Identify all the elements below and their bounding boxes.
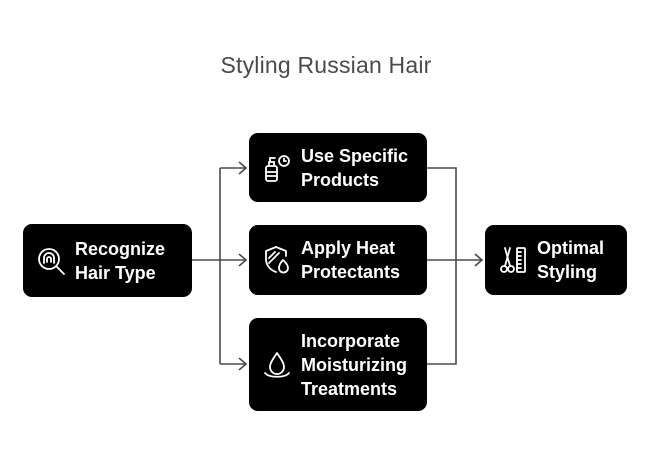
arrow-to-moisture	[238, 357, 248, 371]
node-incorporate-moisturizing-treatments: Incorporate Moisturizing Treatments	[249, 318, 427, 411]
node-label: Optimal Styling	[537, 238, 605, 282]
water-drop-icon	[260, 348, 294, 382]
node-label: Use Specific Products	[301, 145, 409, 190]
node-label: Incorporate Moisturizing Treatments	[301, 330, 407, 399]
node-recognize-hair-type: Recognize Hair Type	[23, 224, 192, 297]
arrow-to-optimal	[474, 253, 484, 267]
node-apply-heat-protectants: Apply Heat Protectants	[249, 225, 427, 295]
arrow-to-heat	[238, 253, 248, 267]
node-label: Recognize Hair Type	[75, 238, 166, 283]
comb-scissors-icon	[496, 243, 530, 277]
node-label: Apply Heat Protectants	[301, 238, 401, 282]
spray-bottle-timer-icon	[260, 151, 294, 185]
shield-flame-icon	[260, 243, 294, 277]
node-optimal-styling: Optimal Styling	[485, 225, 627, 295]
magnifier-hair-icon	[34, 244, 68, 278]
connector-products-out	[427, 167, 457, 365]
node-use-specific-products: Use Specific Products	[249, 133, 427, 202]
arrow-to-products	[238, 161, 248, 175]
diagram-title: Styling Russian Hair	[220, 52, 432, 78]
